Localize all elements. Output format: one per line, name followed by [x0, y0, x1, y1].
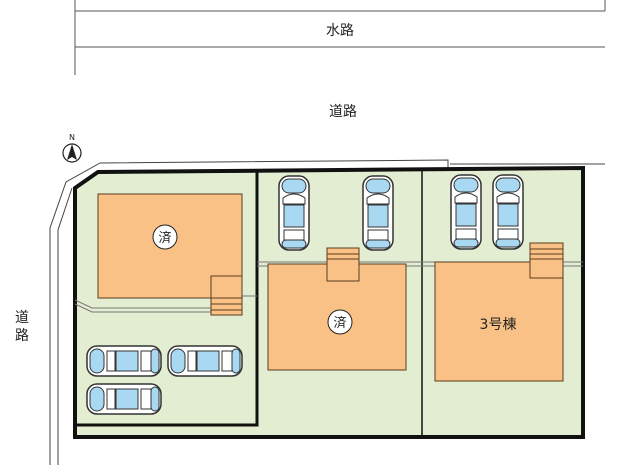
north-arrow-icon: N [62, 133, 82, 163]
road-top-label: 道路 [329, 104, 357, 120]
lot-3-label: 3号棟 [480, 317, 517, 333]
car-icon [492, 174, 524, 250]
sold-badge: 済 [333, 315, 346, 331]
lot-1-house: 済 [97, 193, 243, 316]
car-icon [86, 345, 162, 377]
car-icon [278, 175, 310, 251]
road-left-label: 道路 [15, 310, 29, 344]
car-icon [362, 175, 394, 251]
road-edge [49, 159, 605, 465]
lot-3-house: 3号棟 [434, 242, 564, 382]
car-icon [450, 174, 482, 250]
lot-2-house: 済 [267, 247, 407, 371]
waterway-label: 水路 [326, 23, 354, 39]
svg-text:N: N [69, 133, 75, 142]
car-icon [86, 383, 162, 415]
waterway: 水路 [74, 0, 606, 75]
car-icon [167, 345, 243, 377]
sold-badge: 済 [158, 230, 171, 246]
lot-1-boundary [73, 169, 259, 427]
